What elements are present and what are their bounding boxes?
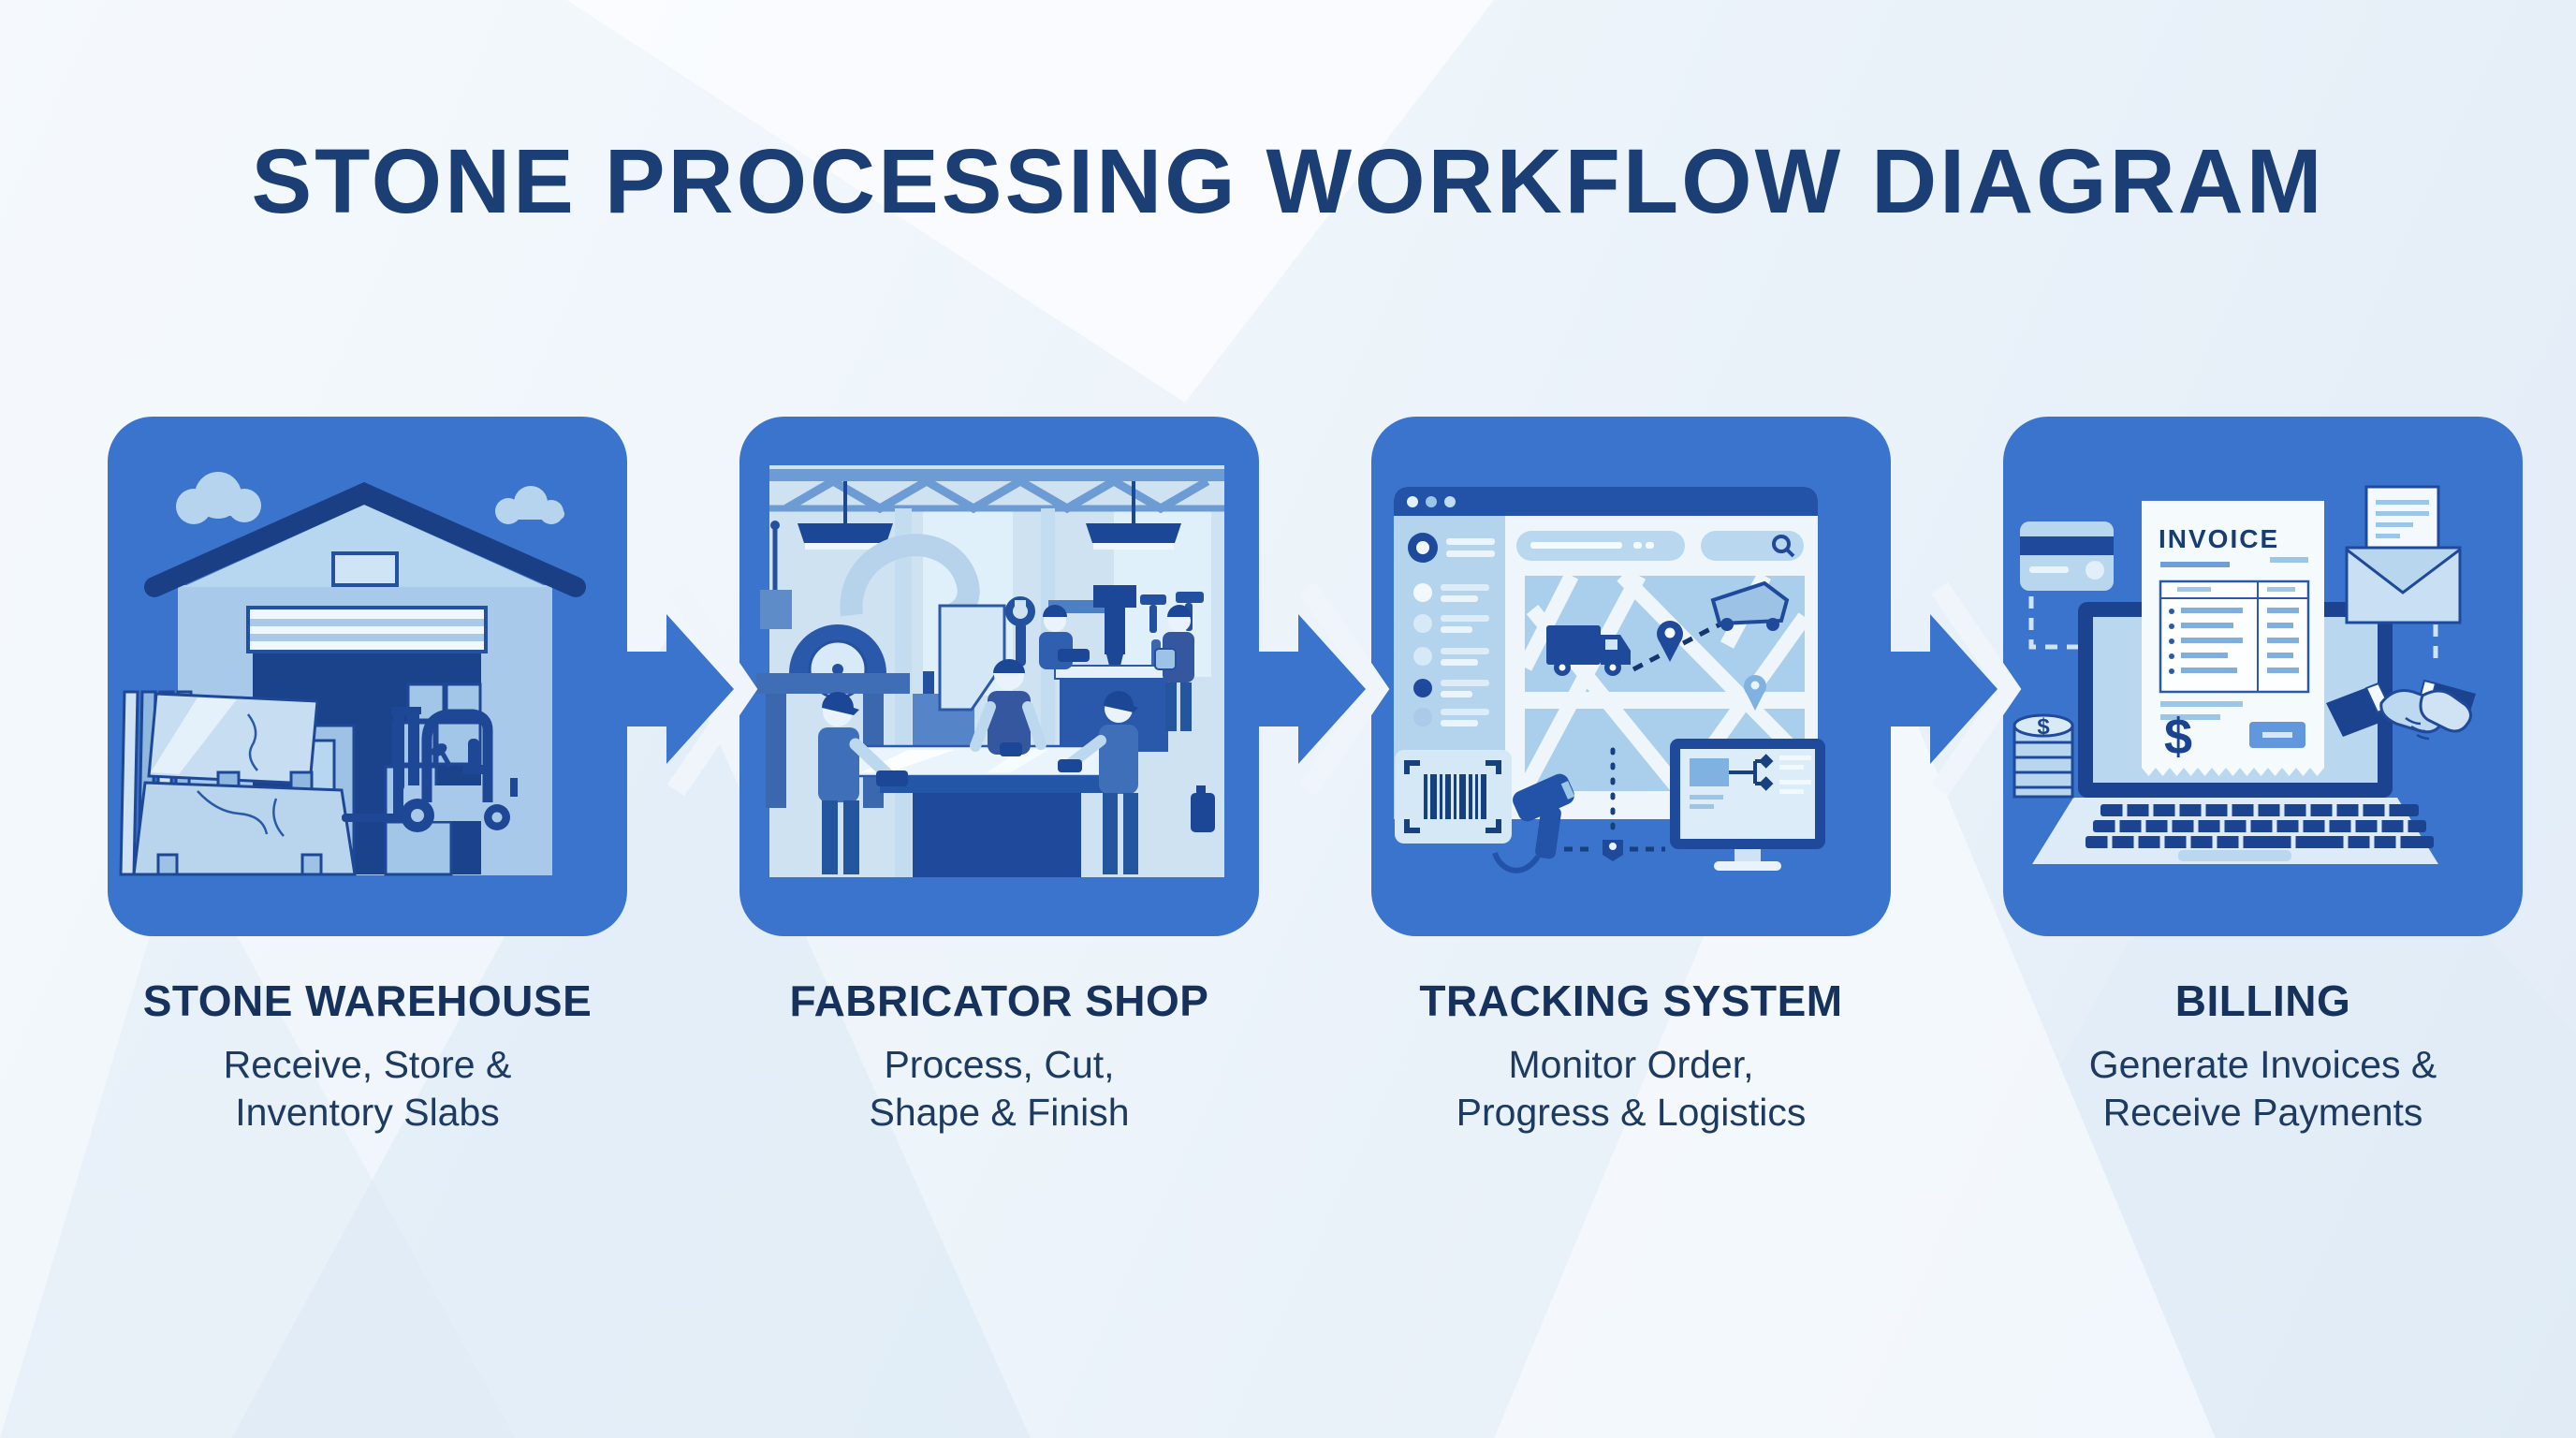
- cloud-icon: [495, 486, 564, 524]
- window-titlebar: [1394, 487, 1818, 516]
- billing-illustration: INVOICE: [2012, 485, 2476, 864]
- step-label: FABRICATOR SHOP: [789, 976, 1209, 1025]
- credit-card-icon: [2020, 521, 2114, 591]
- pendant-light-icon: [798, 481, 893, 550]
- toolbar: [1516, 531, 1804, 561]
- workflow-step-fabricator-shop: FABRICATOR SHOP Process, Cut, Shape & Fi…: [739, 417, 1259, 1137]
- pendant-light-icon: [1086, 481, 1181, 550]
- dollar-sign: $: [2037, 714, 2050, 740]
- monitor-icon: [1670, 739, 1825, 871]
- map-pin-icon: [1744, 675, 1766, 711]
- workflow-step-tracking-system: TRACKING SYSTEM Monitor Order, Progress …: [1371, 417, 1891, 1137]
- step-label: STONE WAREHOUSE: [142, 976, 593, 1025]
- page-title: STONE PROCESSING WORKFLOW DIAGRAM: [251, 130, 2325, 232]
- invoice-title: INVOICE: [2159, 524, 2279, 553]
- coin-stack-icon: $: [2012, 713, 2074, 799]
- warehouse-icon: [144, 481, 586, 876]
- worker-figure: [1039, 605, 1090, 669]
- flow-arrow-icon: [1887, 582, 2022, 796]
- search-pill: [1701, 531, 1804, 561]
- envelope-icon: [2345, 485, 2462, 624]
- cargo-vehicle-icon: [1710, 580, 1790, 631]
- step-description: Generate Invoices & Receive Payments: [2088, 1043, 2437, 1134]
- step-card-fabricator-shop: [739, 417, 1259, 936]
- map-pin-icon: [1657, 621, 1683, 662]
- workshop-illustration: [756, 465, 1224, 877]
- worker-figure: [1154, 605, 1194, 731]
- tracking-link-dashes: [1564, 747, 1665, 861]
- step-card-stone-warehouse: [108, 417, 627, 936]
- delivery-truck-icon: [1546, 625, 1631, 676]
- cloud-icon: [176, 472, 261, 524]
- workflow-step-billing: INVOICE: [2003, 417, 2523, 1137]
- worker-figure: [818, 692, 908, 874]
- step-card-tracking-system: [1371, 417, 1891, 936]
- barcode-icon: [1395, 750, 1512, 844]
- stone-slab-stack-icon: [119, 690, 357, 876]
- worker-figure: [970, 659, 1046, 756]
- search-icon: [1772, 535, 1795, 558]
- step-label: BILLING: [2174, 976, 2351, 1025]
- flow-arrow-icon: [623, 582, 758, 796]
- step-card-billing: INVOICE: [2003, 417, 2523, 936]
- step-description: Monitor Order, Progress & Logistics: [1456, 1043, 1807, 1134]
- workflow-step-stone-warehouse: STONE WAREHOUSE Receive, Store & Invento…: [108, 417, 627, 1137]
- jug-icon: [1191, 785, 1215, 832]
- tracking-illustration: [1394, 487, 1825, 873]
- step-label: TRACKING SYSTEM: [1419, 976, 1843, 1025]
- dust-duct: [840, 534, 980, 626]
- worker-figure: [1058, 691, 1138, 874]
- invoice-sheet: INVOICE: [2142, 501, 2324, 776]
- dashed-connector: [2028, 596, 2078, 650]
- gable-window: [331, 551, 399, 587]
- wrench-icon: [1005, 596, 1035, 667]
- forklift-icon: [342, 707, 525, 832]
- template-piece: [938, 604, 1006, 712]
- flow-arrow-icon: [1255, 582, 1390, 796]
- step-description: Process, Cut, Shape & Finish: [869, 1043, 1130, 1134]
- barcode-scanner-icon: [1492, 773, 1575, 873]
- handshake-icon: [2326, 679, 2476, 741]
- step-description: Receive, Store & Inventory Slabs: [223, 1043, 512, 1134]
- invoice-table: [2159, 580, 2310, 694]
- warehouse-roof: [144, 481, 586, 597]
- dollar-sign: $: [2164, 709, 2192, 765]
- warehouse-illustration: [119, 472, 586, 876]
